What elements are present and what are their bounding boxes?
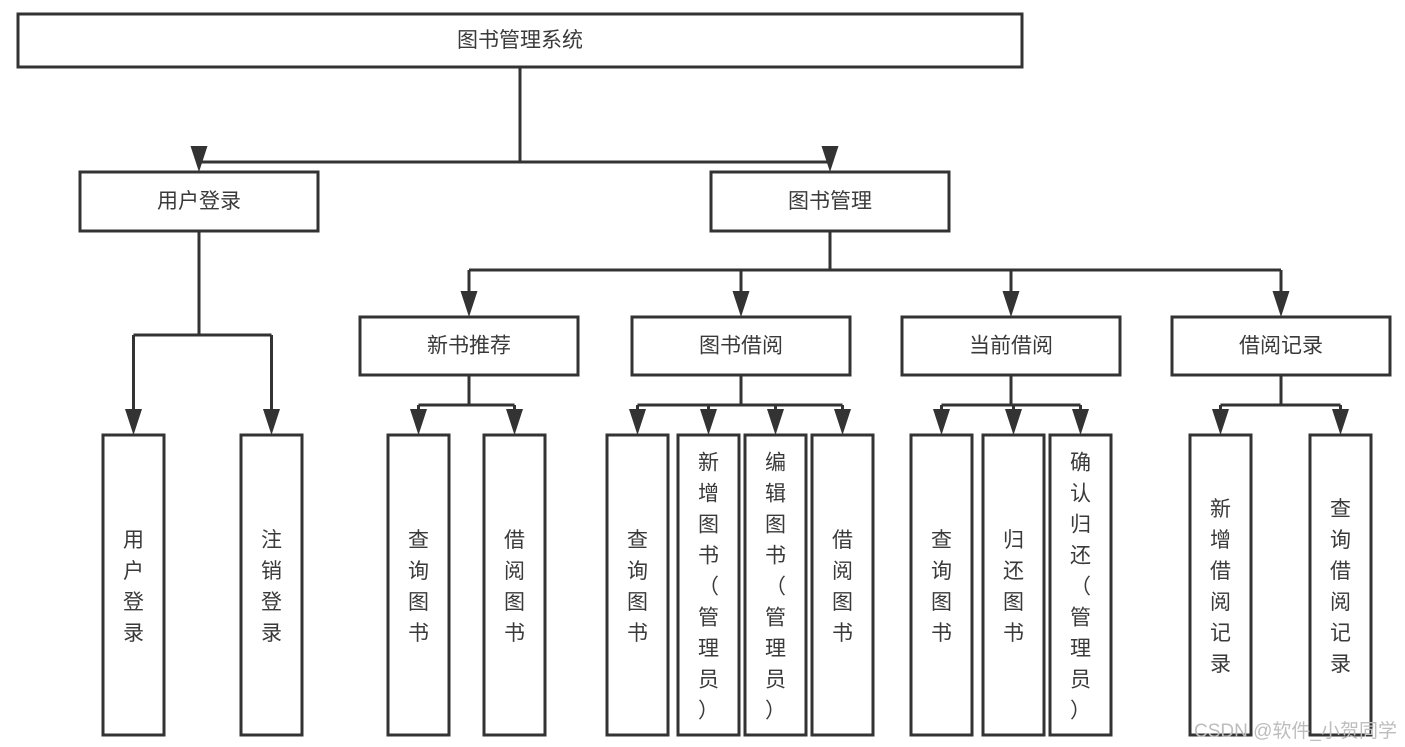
node-box [981, 433, 1046, 737]
edges-layer [125, 67, 1349, 435]
node-leaf-br-query[interactable]: 查询借阅记录 [1308, 433, 1373, 737]
node-leaf-cb-return[interactable]: 归还图书 [981, 433, 1046, 737]
node-root[interactable]: 图书管理系统 [16, 12, 1024, 69]
node-box [386, 433, 451, 737]
edge-arrowhead-icon [700, 409, 717, 435]
node-label: 新书推荐 [427, 335, 511, 358]
node-box [1188, 433, 1253, 737]
edge-arrowhead-icon [732, 291, 750, 317]
node-label: 查询图书 [931, 529, 952, 645]
edge-arrowhead-icon [933, 409, 950, 435]
node-l3-current-borrow[interactable]: 当前借阅 [900, 315, 1122, 377]
node-label: 用户登录 [157, 190, 241, 213]
node-leaf-user-login[interactable]: 用户登录 [101, 433, 166, 737]
edge-arrowhead-icon [1212, 409, 1229, 435]
node-l3-book-borrow[interactable]: 图书借阅 [630, 315, 852, 377]
node-label: 新增借阅记录 [1210, 498, 1231, 676]
node-leaf-rec-borrow[interactable]: 借阅图书 [482, 433, 547, 737]
node-box [810, 433, 875, 737]
node-box [909, 433, 974, 737]
node-label: 编辑图书（管理员） [765, 452, 786, 723]
node-leaf-logout[interactable]: 注销登录 [239, 433, 304, 737]
node-label: 查询图书 [408, 529, 429, 645]
edge-arrowhead-icon [506, 409, 523, 435]
edge-arrowhead-icon [1002, 291, 1020, 317]
edge-arrowhead-icon [190, 146, 208, 172]
edge-arrowhead-icon [1005, 409, 1022, 435]
node-leaf-bb-add[interactable]: 新增图书（管理员） [676, 433, 741, 737]
node-box [1048, 433, 1113, 737]
edge-arrowhead-icon [821, 146, 839, 172]
node-l2-book-manage[interactable]: 图书管理 [709, 170, 951, 233]
node-box [605, 433, 670, 737]
node-label: 借阅图书 [832, 529, 853, 645]
node-box [358, 315, 580, 377]
node-label: 查询借阅记录 [1330, 498, 1351, 676]
node-label: 图书管理 [788, 190, 872, 213]
node-label: 图书管理系统 [457, 29, 583, 52]
node-box [1308, 433, 1373, 737]
edge-arrowhead-icon [1072, 409, 1089, 435]
node-box [709, 170, 951, 233]
node-box [630, 315, 852, 377]
edge-arrowhead-icon [263, 409, 280, 435]
node-label: 归还图书 [1003, 529, 1024, 645]
edge-arrowhead-icon [629, 409, 646, 435]
node-label: 借阅记录 [1239, 335, 1323, 358]
node-label: 确认归还（管理员） [1070, 452, 1091, 723]
node-box [1170, 315, 1392, 377]
node-box [101, 433, 166, 737]
node-box [482, 433, 547, 737]
node-box [16, 12, 1024, 69]
node-box [900, 315, 1122, 377]
node-leaf-br-add[interactable]: 新增借阅记录 [1188, 433, 1253, 737]
node-label: 当前借阅 [969, 335, 1053, 358]
node-l3-new-book-rec[interactable]: 新书推荐 [358, 315, 580, 377]
node-l3-borrow-record[interactable]: 借阅记录 [1170, 315, 1392, 377]
edge-arrowhead-icon [125, 409, 142, 435]
node-label: 借阅图书 [504, 529, 525, 645]
edge-arrowhead-icon [1332, 409, 1349, 435]
node-l2-user-login[interactable]: 用户登录 [78, 170, 320, 233]
node-box [743, 433, 808, 737]
node-leaf-rec-query[interactable]: 查询图书 [386, 433, 451, 737]
edge-arrowhead-icon [1272, 291, 1290, 317]
node-box [78, 170, 320, 233]
nodes-layer: 图书管理系统用户登录图书管理新书推荐图书借阅当前借阅借阅记录用户登录注销登录查询… [16, 12, 1392, 737]
node-leaf-cb-query[interactable]: 查询图书 [909, 433, 974, 737]
node-label: 用户登录 [123, 529, 144, 645]
node-box [239, 433, 304, 737]
node-leaf-bb-edit[interactable]: 编辑图书（管理员） [743, 433, 808, 737]
node-label: 查询图书 [627, 529, 648, 645]
node-box [676, 433, 741, 737]
watermark-label: CSDN @软件_小贺同学 [1194, 721, 1397, 742]
node-leaf-cb-confirm[interactable]: 确认归还（管理员） [1048, 433, 1113, 737]
node-label: 注销登录 [261, 529, 282, 645]
node-leaf-bb-query[interactable]: 查询图书 [605, 433, 670, 737]
edge-arrowhead-icon [410, 409, 427, 435]
node-label: 图书借阅 [699, 335, 783, 358]
node-leaf-bb-borrow[interactable]: 借阅图书 [810, 433, 875, 737]
edge-arrowhead-icon [834, 409, 851, 435]
edge-arrowhead-icon [460, 291, 478, 317]
node-label: 新增图书（管理员） [698, 452, 719, 723]
edge-arrowhead-icon [767, 409, 784, 435]
